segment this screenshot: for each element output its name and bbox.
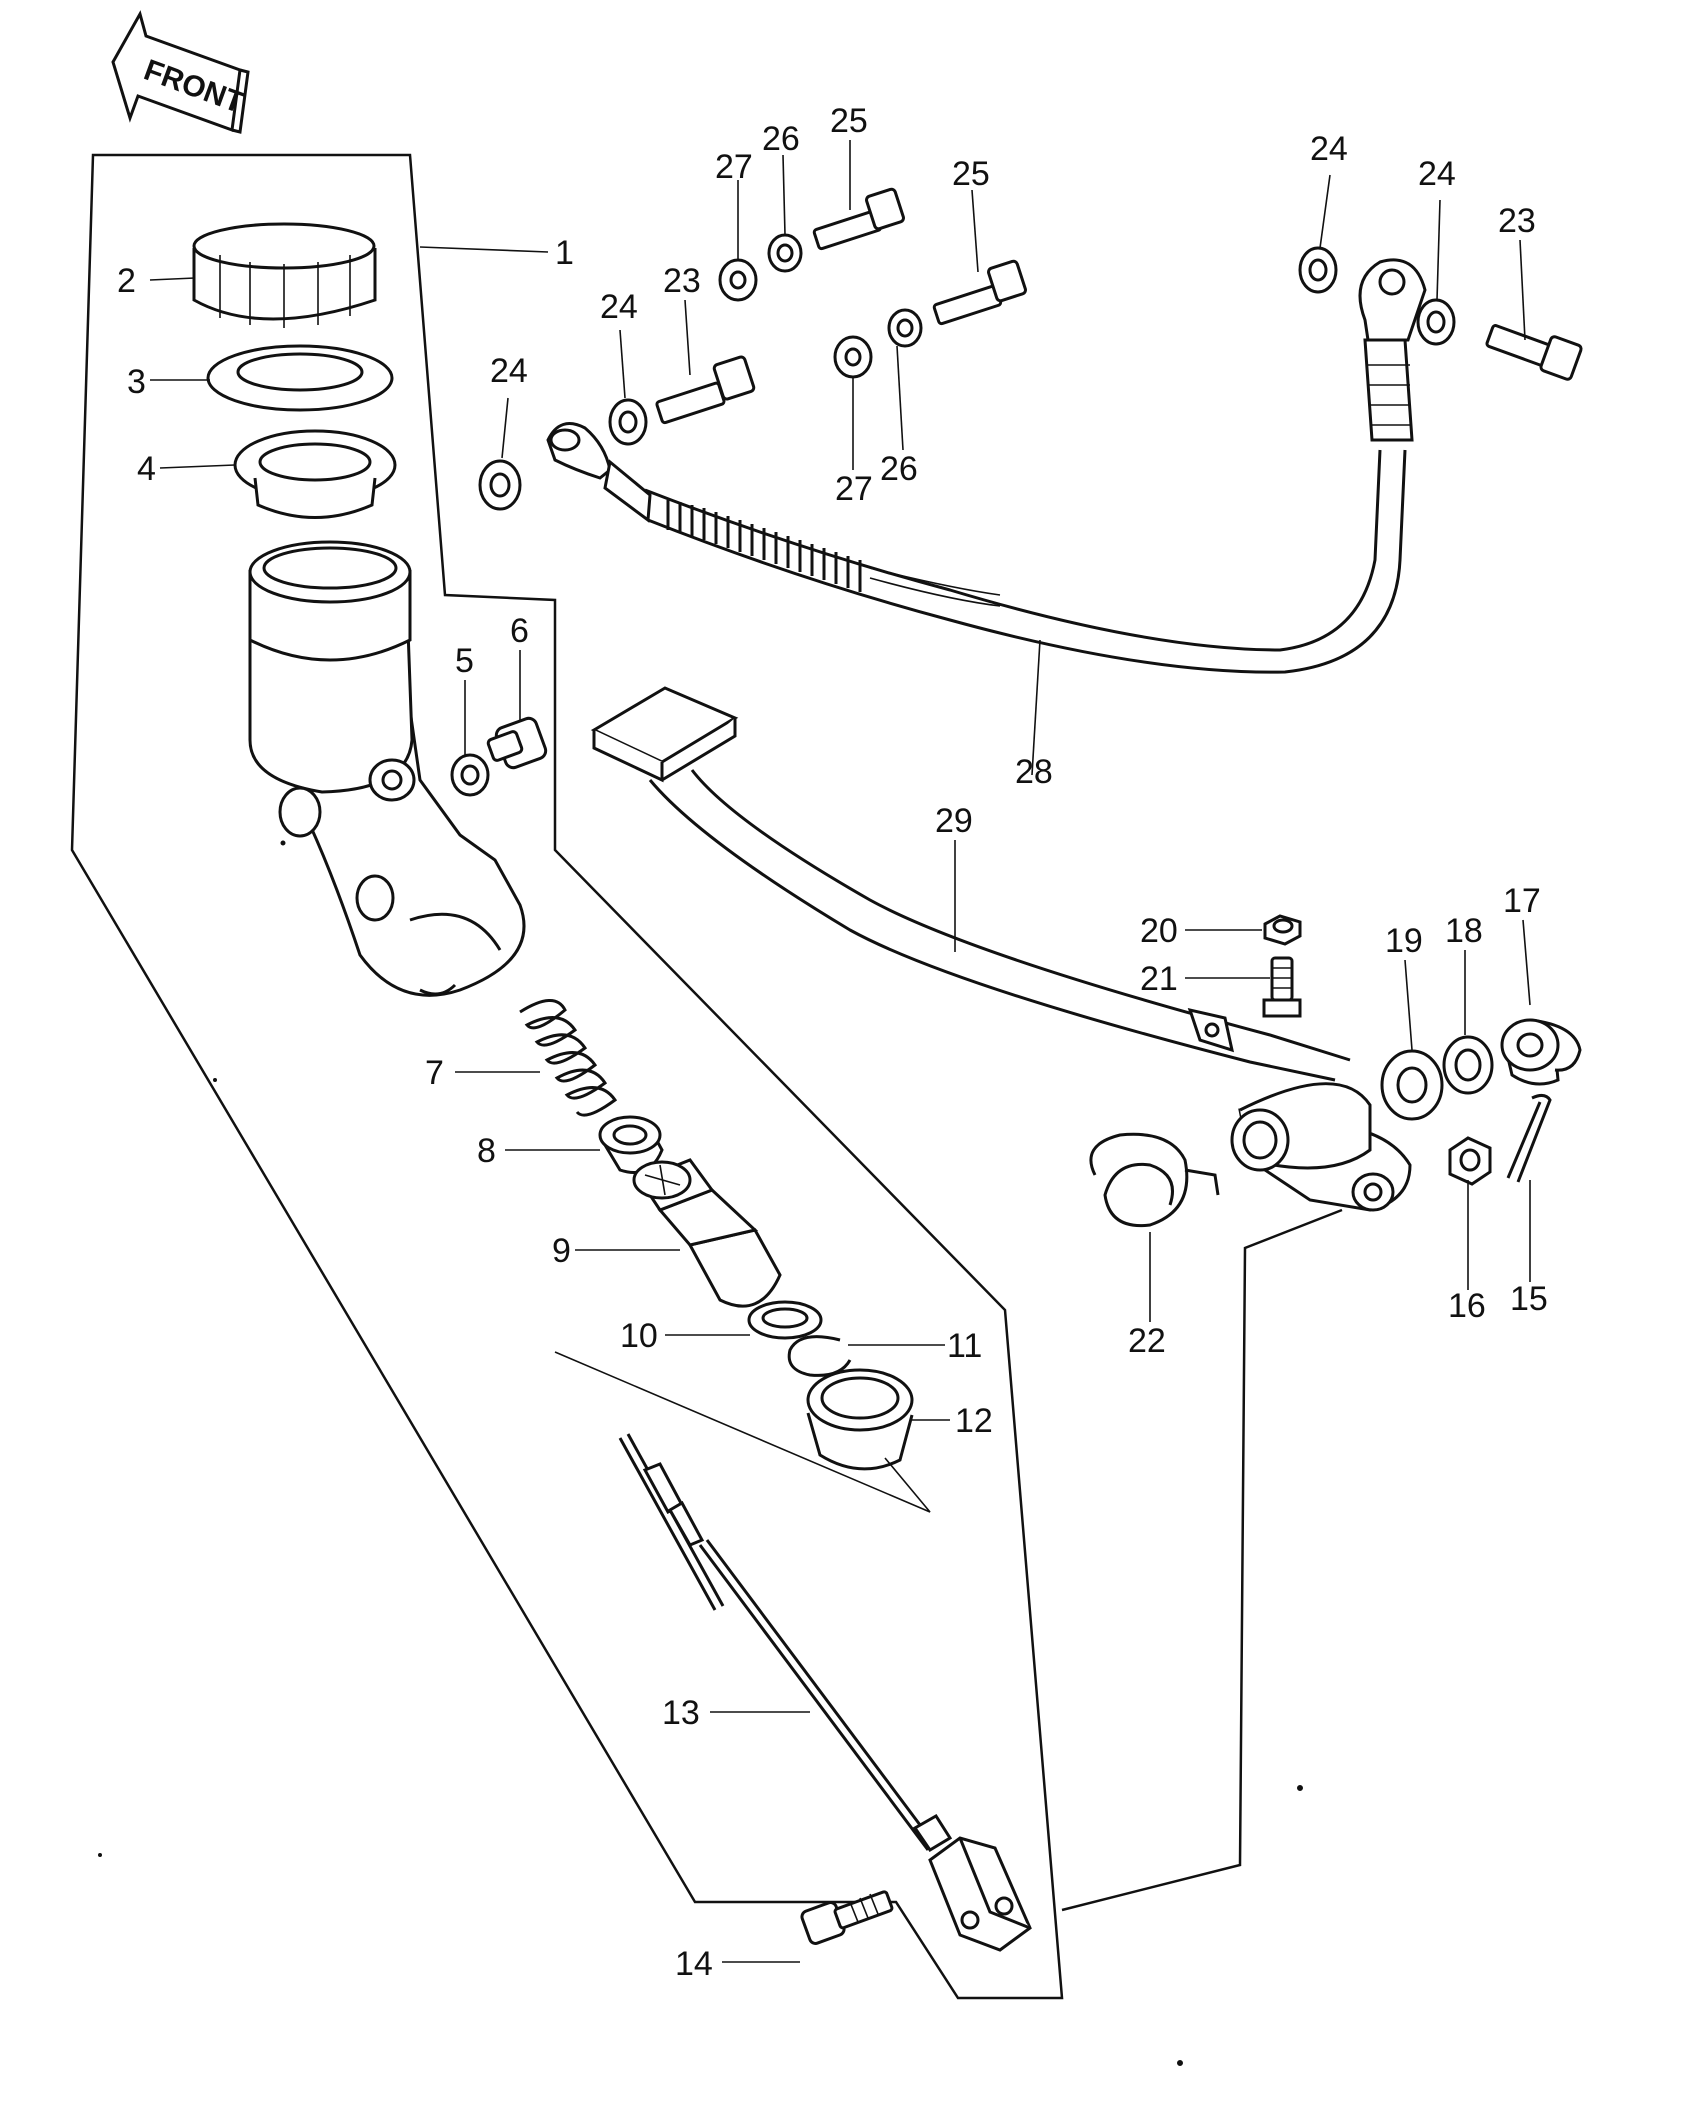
pedal-pivot-arm (1230, 1082, 1412, 1212)
primary-cup (598, 1115, 664, 1174)
label-part-20: 20 (1140, 912, 1178, 950)
label-part-4: 4 (137, 450, 156, 488)
label-part-10: 10 (620, 1317, 658, 1355)
adjuster-bolt (1262, 956, 1302, 1018)
label-part-9: 9 (552, 1232, 571, 1270)
label-part-26a: 26 (762, 120, 800, 158)
hose-washer-3 (1298, 246, 1338, 294)
diaphragm-plate (206, 344, 394, 412)
castle-nut (1448, 1136, 1492, 1186)
reservoir-cap (192, 222, 377, 328)
mounting-bolt-lower (932, 259, 1027, 326)
label-part-1: 1 (555, 234, 574, 272)
label-part-25a: 25 (830, 102, 868, 140)
acorn-nut (1500, 1018, 1582, 1086)
pedal-assembly-outline (1061, 1208, 1343, 1912)
label-part-6: 6 (510, 612, 529, 650)
label-part-24c: 24 (1310, 130, 1348, 168)
hose-washer-1 (478, 459, 522, 511)
label-part-15: 15 (1510, 1280, 1548, 1318)
brake-pedal (590, 686, 1351, 1082)
label-part-2: 2 (117, 262, 136, 300)
label-part-25b: 25 (952, 155, 990, 193)
circlip (787, 1335, 852, 1377)
banjo-bolt-right (1485, 324, 1583, 381)
label-part-26b: 26 (880, 450, 918, 488)
brake-hose (546, 258, 1427, 674)
label-part-24d: 24 (1418, 155, 1456, 193)
push-rod (618, 1433, 953, 1853)
label-part-11: 11 (947, 1327, 982, 1365)
label-part-24b: 24 (600, 288, 638, 326)
label-part-14: 14 (675, 1945, 713, 1983)
pushrod-group-bracket (554, 1351, 931, 1513)
label-part-28: 28 (1015, 753, 1053, 791)
label-part-7: 7 (425, 1054, 444, 1092)
label-part-12: 12 (955, 1402, 993, 1440)
clevis-bolt (800, 1890, 894, 1945)
hose-washer-2 (608, 398, 648, 446)
label-part-3: 3 (127, 363, 146, 401)
label-part-16: 16 (1448, 1287, 1486, 1325)
label-part-21: 21 (1140, 960, 1178, 998)
label-part-5: 5 (455, 642, 474, 680)
diaphragm (233, 429, 397, 519)
piston-stop-washer (747, 1300, 823, 1340)
label-part-23a: 23 (663, 262, 701, 300)
label-part-24a: 24 (490, 352, 528, 390)
label-part-19: 19 (1385, 922, 1423, 960)
push-rod-clevis (928, 1836, 1032, 1952)
mounting-bolt-upper (812, 187, 905, 251)
flat-washer-lower (833, 335, 873, 379)
piston-spring (519, 999, 618, 1117)
cotter-pin (1506, 1093, 1552, 1183)
label-part-13: 13 (662, 1694, 700, 1732)
adjuster-lock-nut (1263, 914, 1302, 946)
hose-washer-4 (1416, 298, 1456, 346)
union-gasket-hole (460, 764, 480, 786)
label-part-27a: 27 (715, 148, 753, 186)
plug-bolt (486, 716, 548, 770)
label-part-29: 29 (935, 802, 973, 840)
label-part-18: 18 (1445, 912, 1483, 950)
label-part-22: 22 (1128, 1322, 1166, 1360)
front-arrow: FRONT (111, 10, 250, 134)
leader-lines (149, 140, 1531, 1963)
master-cylinder-body (248, 540, 526, 997)
lock-washer-upper (767, 233, 803, 273)
flat-washer-upper (718, 258, 758, 302)
label-part-23b: 23 (1498, 202, 1536, 240)
piston (632, 1158, 782, 1308)
dust-boot (806, 1368, 914, 1471)
pedal-return-spring (1089, 1132, 1220, 1228)
banjo-bolt-left (655, 355, 756, 425)
pivot-flat-washer (1380, 1049, 1444, 1121)
pivot-spring-washer (1442, 1035, 1494, 1095)
label-part-8: 8 (477, 1132, 496, 1170)
lock-washer-lower (887, 308, 923, 348)
scan-specks (98, 840, 1303, 2066)
assembly-outline (70, 153, 1064, 2000)
label-part-17: 17 (1503, 882, 1541, 920)
label-part-27b: 27 (835, 470, 873, 508)
